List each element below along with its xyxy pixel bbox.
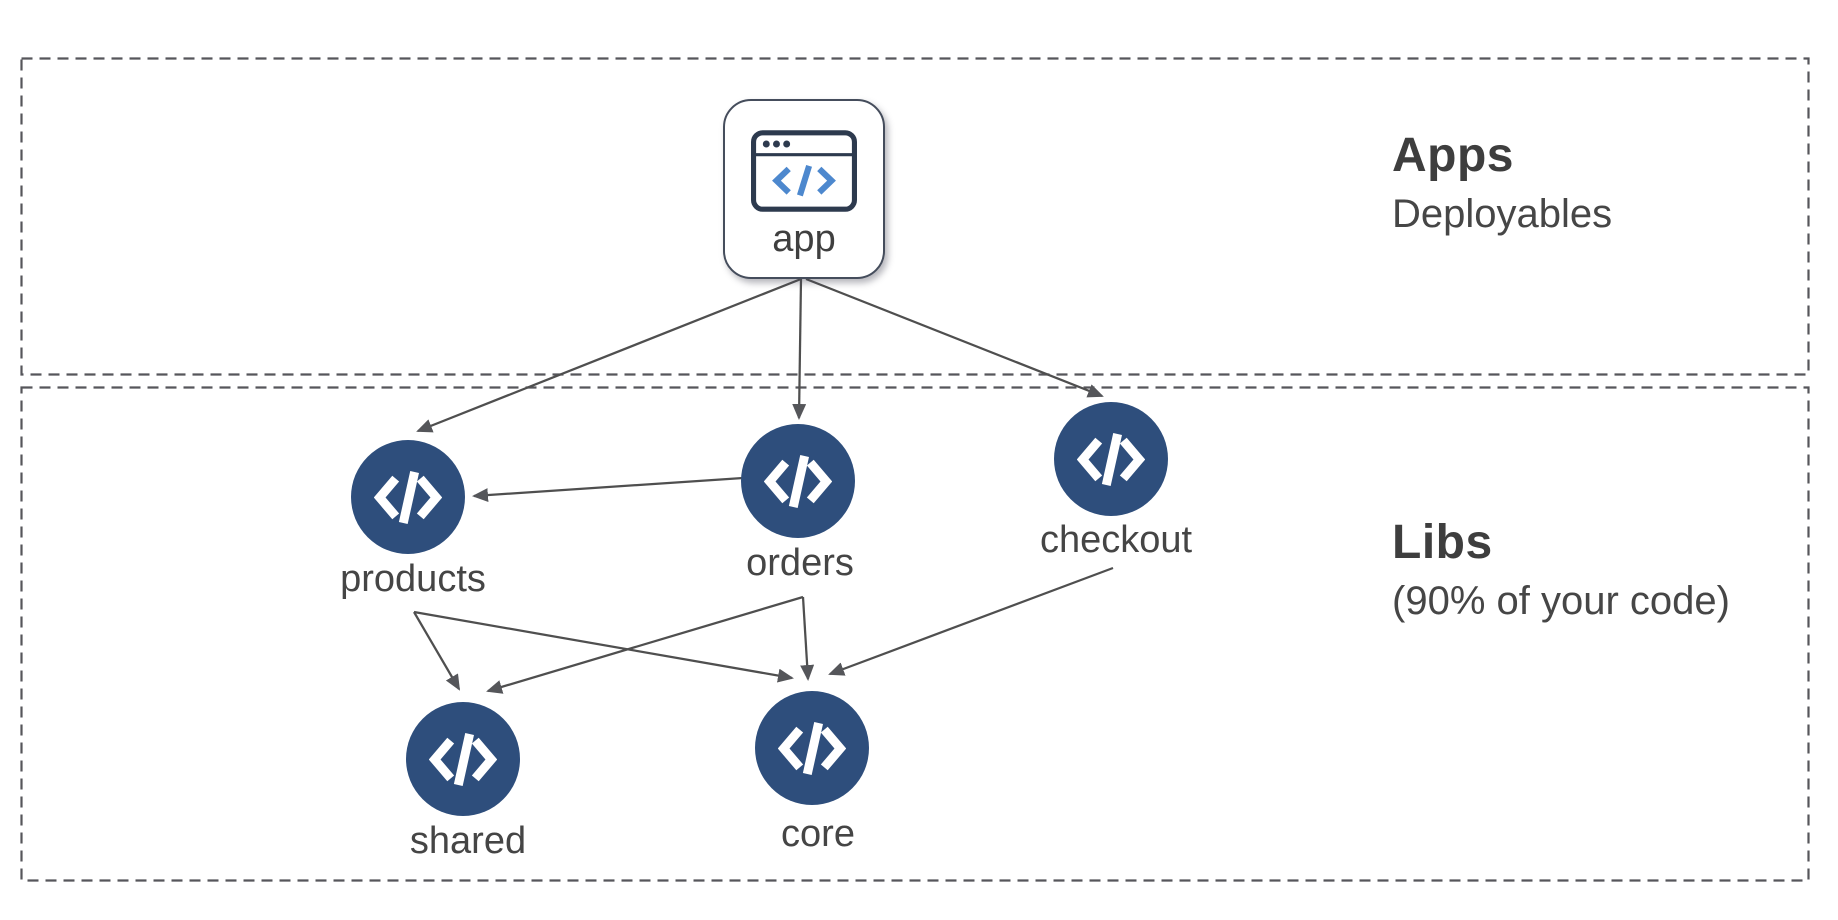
- code-icon: [764, 454, 832, 508]
- libs-zone-subtitle: (90% of your code): [1392, 579, 1730, 623]
- browser-code-icon: [751, 130, 857, 212]
- node-label-shared: shared: [409, 820, 527, 862]
- edge-app-orders: [792, 278, 807, 420]
- apps-zone-label: Apps Deployables: [1392, 129, 1613, 236]
- libs-zone-title: Libs: [1392, 516, 1493, 569]
- code-icon: [1077, 432, 1145, 486]
- node-checkout: [1054, 402, 1168, 516]
- libs-zone-label: Libs (90% of your code): [1392, 516, 1730, 623]
- edge-orders-shared: [486, 595, 804, 694]
- libs-zone-border: [20, 386, 1810, 882]
- edge-products-shared: [413, 611, 461, 691]
- node-shared: [406, 702, 520, 816]
- node-app: app: [723, 99, 885, 279]
- edge-app-checkout: [805, 277, 1104, 398]
- edge-orders-products: [472, 476, 744, 503]
- edge-app-products: [416, 277, 802, 433]
- code-icon: [429, 732, 497, 786]
- edge-products-core: [413, 610, 794, 683]
- node-products: [351, 440, 465, 554]
- node-label-products: products: [340, 558, 486, 600]
- node-label-app: app: [772, 218, 836, 260]
- edge-orders-core: [800, 596, 815, 681]
- edge-checkout-core: [828, 566, 1114, 676]
- code-icon: [778, 721, 846, 775]
- node-core: [755, 691, 869, 805]
- node-orders: [741, 424, 855, 538]
- node-label-core: core: [781, 813, 855, 855]
- apps-zone-title: Apps: [1392, 129, 1514, 182]
- code-icon: [374, 470, 442, 524]
- node-label-checkout: checkout: [1039, 519, 1193, 561]
- apps-zone-subtitle: Deployables: [1392, 192, 1613, 236]
- node-label-orders: orders: [746, 542, 854, 584]
